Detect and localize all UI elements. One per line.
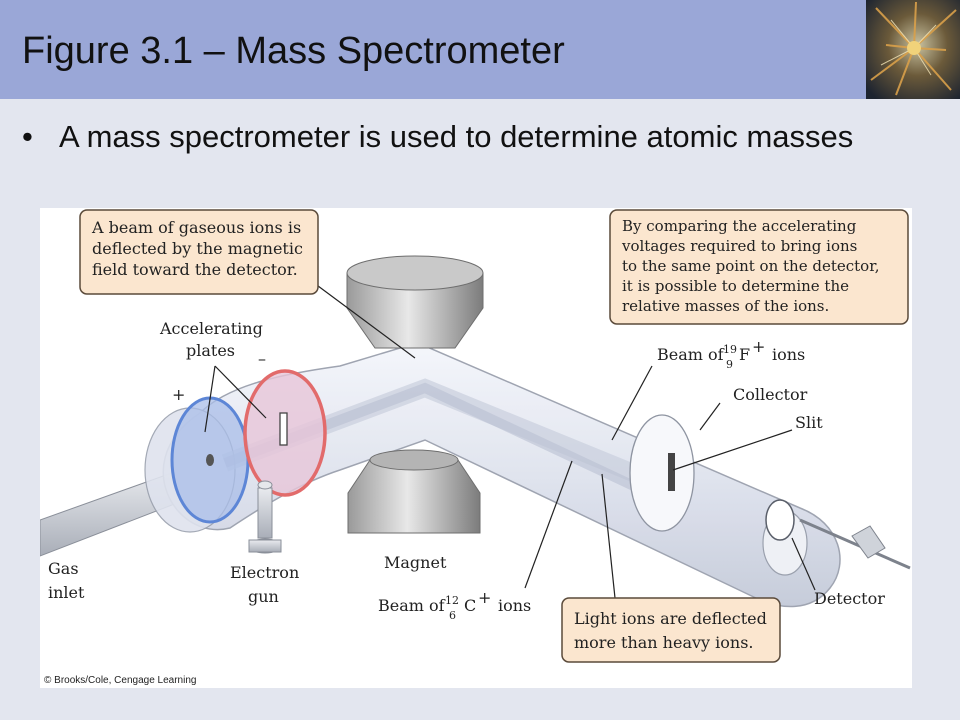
title-bar: Figure 3.1 – Mass Spectrometer [0,0,866,99]
magnet-top [346,255,484,349]
label-beam-f-mass: 19 [723,343,737,356]
label-gas-inlet-line-2: inlet [48,583,85,602]
detector [765,499,795,541]
label-beam-f-charge: + [752,337,765,356]
label-magnet: Magnet [384,553,447,572]
negative-plate-slot [279,412,288,446]
bullet-text: A mass spectrometer is used to determine… [59,119,854,154]
label-electron-gun-line-1: Electron [230,563,299,582]
callout-top-right-line-3: to the same point on the detector, [622,257,879,275]
callout-bottom [561,597,781,663]
callout-top-right-line-2: voltages required to bring ions [621,237,857,255]
slide-title: Figure 3.1 – Mass Spectrometer [22,30,565,72]
callout-top-left-line-2: deflected by the magnetic [92,239,303,258]
label-beam-f-number: 9 [726,358,733,371]
callout-top-right-line-5: relative masses of the ions. [622,297,829,315]
mass-spectrometer-figure: A beam of gaseous ions is deflected by t… [39,208,912,688]
label-beam-c-symbol: C [464,596,476,615]
label-collector: Collector [733,385,808,404]
label-beam-c-charge: + [478,588,491,607]
leader-lines [204,279,816,599]
collector-slit [668,453,675,491]
label-slit: Slit [795,413,823,432]
collector-disc [629,414,695,532]
detector-wire [799,518,911,570]
decorative-photo [866,0,960,99]
label-plus: + [172,385,185,404]
callout-top-right-line-1: By comparing the accelerating [622,217,857,235]
label-beam-c-prefix: Beam of [378,596,446,615]
callout-top-left [79,209,319,295]
label-beam-c-mass: 12 [445,594,459,607]
callout-bottom-line-2: more than heavy ions. [574,633,754,652]
callout-bottom-line-1: Light ions are deflected [574,609,767,628]
callout-top-left-line-1: A beam of gaseous ions is [91,218,301,237]
label-beam-f-symbol: F [739,345,750,364]
label-electron-gun-line-2: gun [248,587,279,606]
detector-connector [851,525,886,559]
callout-top-right [609,209,909,325]
electron-gun [248,480,282,554]
positive-plate-hole [206,454,214,466]
label-detector: Detector [814,589,885,608]
callout-top-right-line-4: it is possible to determine the [622,277,849,295]
label-accelerating-plates-line-1: Accelerating [159,319,263,338]
callout-top-left-line-3: field toward the detector. [92,260,298,279]
label-gas-inlet-line-1: Gas [48,559,79,578]
label-beam-c-number: 6 [449,609,456,622]
bullet-symbol: • [22,119,33,154]
label-accelerating-plates-line-2: plates [186,341,235,360]
magnet-bottom [347,449,481,534]
label-beam-f-prefix: Beam of [657,345,725,364]
label-beam-c-suffix: ions [498,596,531,615]
label-minus: – [258,349,266,368]
label-beam-f-suffix: ions [772,345,805,364]
copyright-notice: © Brooks/Cole, Cengage Learning [44,675,196,686]
